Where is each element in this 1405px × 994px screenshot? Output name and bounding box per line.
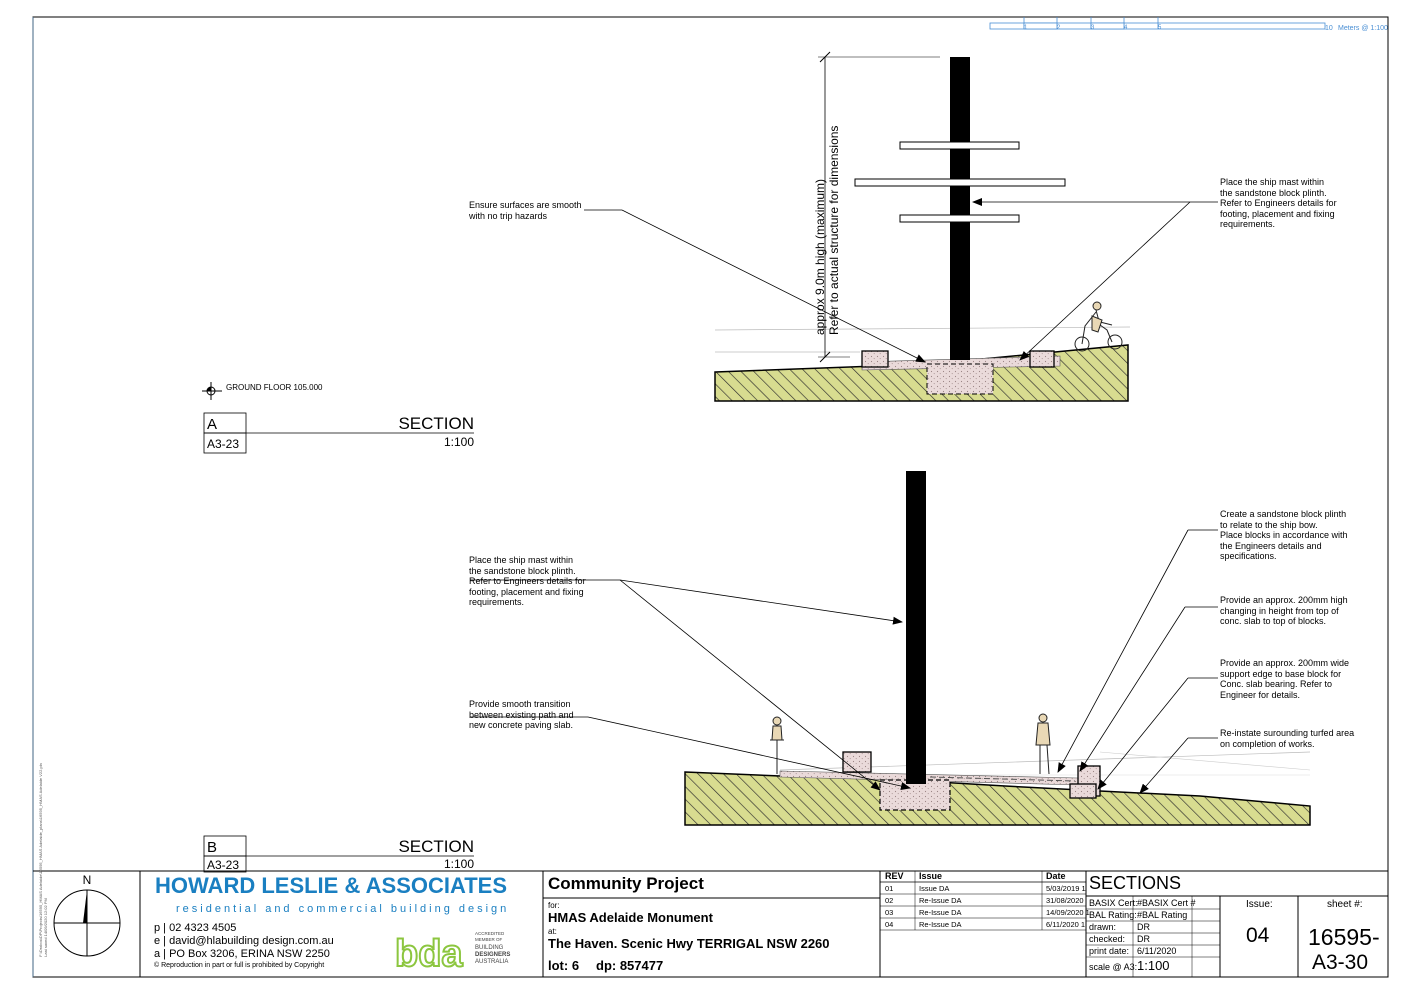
section-ref: A3-23 bbox=[207, 437, 239, 451]
rev-issue: Issue DA bbox=[919, 884, 950, 893]
scale-label: scale @ A3: bbox=[1089, 962, 1138, 972]
section-a-title: A A3-23 SECTION 1:100 bbox=[203, 412, 474, 454]
lot-number: lot: 6 bbox=[548, 958, 580, 973]
note-mast-plinth-b: Place the ship mast within the sandstone… bbox=[469, 555, 586, 607]
sheet-title: SECTIONS bbox=[1089, 873, 1182, 893]
drawn-label: drawn: bbox=[1089, 922, 1117, 932]
sheet-border bbox=[32, 16, 1389, 978]
dimension-text: approx 9.0m high (maximum) bbox=[813, 179, 827, 335]
cyclist-figure bbox=[770, 716, 784, 774]
note-200mm-wide: Provide an approx. 200mm wide support ed… bbox=[1220, 658, 1350, 700]
project-name: HMAS Adelaide Monument bbox=[548, 910, 713, 925]
scale-value: 1:100 bbox=[1137, 958, 1170, 973]
title-block-frame bbox=[33, 870, 1388, 977]
svg-text:ACCREDITED: ACCREDITED bbox=[475, 931, 505, 936]
section-b-title: B A3-23 SECTION 1:100 bbox=[203, 835, 474, 873]
issue-label: Issue: bbox=[1246, 899, 1273, 910]
cyclist-figure bbox=[1074, 301, 1123, 352]
rev-date: 5/03/2019 1 bbox=[1046, 884, 1086, 893]
ship-mast-b bbox=[906, 471, 926, 784]
section-title: SECTION bbox=[398, 837, 474, 856]
checked-label: checked: bbox=[1089, 934, 1126, 944]
rev-issue: Re-Issue DA bbox=[919, 908, 962, 917]
at-label: at: bbox=[548, 927, 557, 936]
svg-text:DESIGNERS: DESIGNERS bbox=[475, 952, 510, 958]
copyright: © Reproduction in part or full is prohib… bbox=[154, 962, 325, 969]
issue-number: 04 bbox=[1246, 924, 1270, 947]
scale-tick: 5 bbox=[1158, 25, 1162, 31]
bal-label: BAL Rating: bbox=[1089, 910, 1137, 920]
section-marker: B bbox=[207, 839, 217, 856]
rev-date: 31/08/2020 bbox=[1046, 896, 1084, 905]
date-header: Date bbox=[1046, 871, 1066, 881]
sheet-number-suffix: A3-30 bbox=[1312, 951, 1369, 974]
svg-text:bda: bda bbox=[395, 933, 463, 975]
scale-tick: 4 bbox=[1124, 25, 1128, 31]
svg-text:AUSTRALIA: AUSTRALIA bbox=[475, 959, 508, 965]
note-smooth-surfaces: Ensure surfaces are smooth with no trip … bbox=[469, 200, 582, 221]
drawn-value: DR bbox=[1137, 922, 1150, 932]
rev-issue: Re-Issue DA bbox=[919, 920, 962, 929]
scale-tick: 10 bbox=[1325, 25, 1333, 32]
note-mast-plinth-a: Place the ship mast within the sandstone… bbox=[1220, 177, 1337, 229]
section-scale: 1:100 bbox=[444, 435, 474, 449]
firm-tagline: residential and commercial building desi… bbox=[176, 903, 510, 915]
scale-tick: 1 bbox=[1024, 25, 1028, 31]
note-smooth-transition: Provide smooth transition between existi… bbox=[469, 699, 574, 730]
ship-mast-a bbox=[950, 57, 970, 360]
firm-name: HOWARD LESLIE & ASSOCIATES bbox=[155, 873, 508, 898]
rev-date: 14/09/2020 1 bbox=[1046, 908, 1090, 917]
rev-issue: Re-Issue DA bbox=[919, 896, 962, 905]
note-sandstone-plinth: Create a sandstone block plinth to relat… bbox=[1220, 509, 1348, 561]
scale-bar: 1 2 3 4 5 10 Meters @ 1:100 bbox=[989, 17, 1388, 32]
file-path: F:\Drobox\DP\Projects\16595_HMAS Adelaid… bbox=[37, 763, 48, 957]
scale-tick: 3 bbox=[1091, 25, 1095, 31]
firm-phone: p | 02 4323 4505 bbox=[154, 922, 237, 934]
section-title: SECTION bbox=[398, 414, 474, 433]
north-label: N bbox=[83, 873, 92, 887]
rev-date: 6/11/2020 1 bbox=[1046, 920, 1086, 929]
pedestrian-figure bbox=[1035, 713, 1051, 775]
level-label: GROUND FLOOR 105.000 bbox=[226, 383, 323, 392]
project-type: Community Project bbox=[548, 874, 704, 893]
sheet-number: 16595- bbox=[1308, 924, 1380, 950]
print-date-value: 6/11/2020 bbox=[1137, 946, 1177, 956]
firm-email: e | david@hlabuilding design.com.au bbox=[154, 935, 334, 947]
section-scale: 1:100 bbox=[444, 857, 474, 871]
firm-address: a | PO Box 3206, ERINA NSW 2250 bbox=[154, 948, 330, 960]
section-b-drawing bbox=[470, 471, 1311, 826]
section-a-drawing: approx 9.0m high (maximum) Refer to actu… bbox=[584, 51, 1218, 402]
sheet-label: sheet #: bbox=[1327, 899, 1363, 910]
note-200mm-high: Provide an approx. 200mm high changing i… bbox=[1220, 595, 1348, 626]
basix-label: BASIX Cert: bbox=[1089, 898, 1138, 908]
note-reinstate-turf: Re-instate surounding turfed area on com… bbox=[1220, 728, 1355, 749]
rev-number: 02 bbox=[885, 896, 894, 905]
section-marker: A bbox=[207, 416, 217, 433]
basix-value: #BASIX Cert # bbox=[1137, 898, 1196, 908]
scale-label: Meters @ 1:100 bbox=[1338, 25, 1388, 32]
dp-number: dp: 857477 bbox=[596, 958, 664, 973]
print-date-label: print date: bbox=[1089, 946, 1130, 956]
north-arrow: N bbox=[53, 873, 121, 957]
section-ref: A3-23 bbox=[207, 858, 239, 872]
bda-logo: bda ACCREDITED MEMBER OF BUILDING DESIGN… bbox=[394, 931, 510, 976]
checked-value: DR bbox=[1137, 934, 1150, 944]
scale-tick: 2 bbox=[1057, 25, 1061, 31]
rev-number: 03 bbox=[885, 908, 894, 917]
level-marker: GROUND FLOOR 105.000 bbox=[202, 382, 323, 400]
dimension-text: Refer to actual structure for dimensions bbox=[827, 126, 841, 335]
rev-number: 04 bbox=[885, 920, 894, 929]
bal-value: #BAL Rating bbox=[1137, 910, 1188, 920]
svg-text:BUILDING: BUILDING bbox=[475, 945, 504, 951]
site-address: The Haven. Scenic Hwy TERRIGAL NSW 2260 bbox=[548, 936, 830, 951]
rev-header: REV bbox=[885, 871, 904, 881]
svg-text:MEMBER OF: MEMBER OF bbox=[475, 937, 503, 942]
issue-header: Issue bbox=[919, 871, 943, 881]
for-label: for: bbox=[548, 901, 560, 910]
rev-number: 01 bbox=[885, 884, 894, 893]
